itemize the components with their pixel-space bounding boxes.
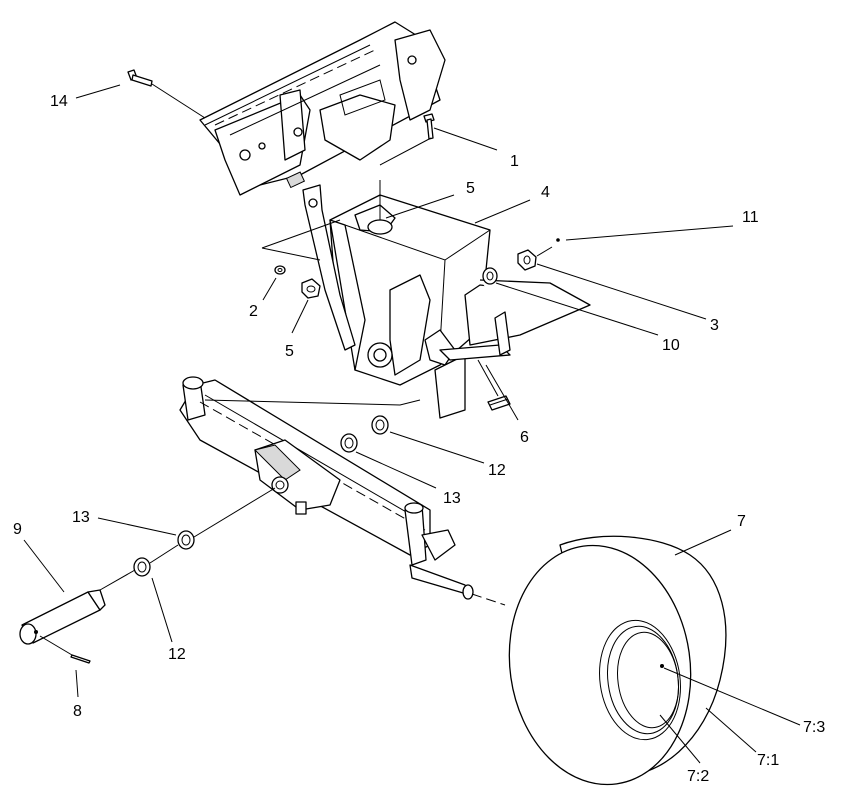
callout-5-left: 5 <box>285 343 294 360</box>
pivot-pin-9 <box>19 589 106 645</box>
cotter-pin-8 <box>39 635 91 664</box>
washer-13-left <box>177 487 276 550</box>
bolt-14 <box>127 69 206 119</box>
washer-2 <box>274 265 286 275</box>
callout-labels: 14 1 5 4 11 2 3 10 5 6 12 13 7 13 9 12 8… <box>13 93 825 785</box>
spring-clip-6 <box>477 359 511 411</box>
callout-14: 14 <box>50 93 68 110</box>
steering-bracket <box>261 184 591 419</box>
callout-11: 11 <box>742 209 759 226</box>
leader-lines <box>23 84 801 764</box>
wheel-tire <box>508 535 727 786</box>
callout-7: 7 <box>737 513 746 530</box>
callout-3: 3 <box>710 317 719 334</box>
front-axle <box>179 376 506 606</box>
callout-6: 6 <box>520 429 529 446</box>
nut-3 <box>517 246 553 271</box>
callout-9: 9 <box>13 521 22 538</box>
callout-13-top: 13 <box>443 490 461 507</box>
callout-8: 8 <box>73 703 82 720</box>
callout-10: 10 <box>662 337 680 354</box>
bolt-1 <box>379 113 435 166</box>
washer-13-top <box>340 433 358 453</box>
callout-7-3: 7:3 <box>803 719 825 736</box>
washer-12-top <box>371 415 389 435</box>
frame-bracket <box>199 21 446 196</box>
callout-7-2: 7:2 <box>687 768 709 785</box>
callout-2: 2 <box>249 303 258 320</box>
callout-12-top: 12 <box>488 462 506 479</box>
washer-10 <box>482 267 498 285</box>
callout-13-left: 13 <box>72 509 90 526</box>
washer-12-left <box>99 544 179 591</box>
callout-12-left: 12 <box>168 646 186 663</box>
callout-4: 4 <box>541 184 550 201</box>
callout-5-top: 5 <box>466 180 475 197</box>
callout-1: 1 <box>510 153 519 170</box>
callout-7-1: 7:1 <box>757 752 779 769</box>
cotter-pin-11 <box>556 238 560 242</box>
nut-5-left <box>301 278 321 299</box>
nut-5-top <box>367 180 393 235</box>
